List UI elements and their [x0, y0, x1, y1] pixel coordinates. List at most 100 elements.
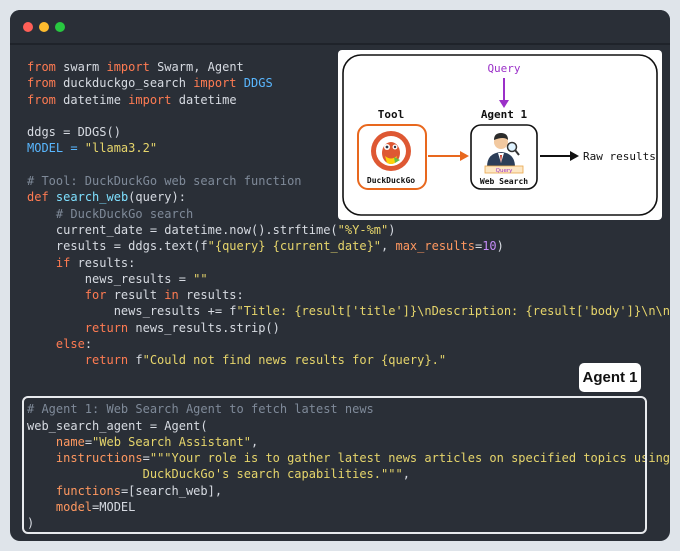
code-line	[27, 369, 670, 385]
agent-1-highlight-box	[22, 396, 647, 534]
code-token: datetime	[171, 92, 237, 107]
code-token: import	[106, 60, 150, 74]
code-token: return	[84, 320, 129, 335]
agent-role: Web Search	[480, 177, 528, 186]
code-token: duckduckgo_search	[55, 76, 194, 91]
code-line: results = ddgs.text(f"{query} {current_d…	[27, 238, 670, 254]
agent-diagram: Query Tool DuckDuckGo Agent	[338, 50, 662, 220]
code-token: MODEL =	[27, 141, 85, 156]
code-token: datetime	[55, 92, 129, 107]
code-token: else	[55, 337, 85, 352]
agent-label: Agent 1	[481, 108, 528, 121]
code-token: f	[128, 353, 143, 368]
code-token: ,	[251, 434, 259, 449]
code-token: :	[84, 337, 93, 352]
code-token: model	[55, 500, 93, 515]
agent-1-callout: Agent 1	[579, 363, 641, 392]
code-token: =MODEL	[92, 500, 136, 515]
code-token: import	[193, 76, 237, 91]
code-token: swarm	[55, 60, 107, 74]
code-line: for result in results:	[27, 287, 670, 303]
code-token: search_web	[55, 190, 129, 205]
code-token: results:	[70, 255, 136, 270]
code-line: )	[27, 515, 670, 531]
duckduckgo-logo-icon	[371, 131, 411, 171]
code-token: ""	[193, 271, 208, 286]
code-line: else:	[27, 336, 670, 352]
code-token: # DuckDuckGo search	[27, 206, 194, 221]
code-token: if	[55, 255, 71, 270]
diagram-svg: Query Tool DuckDuckGo Agent	[342, 54, 658, 216]
code-token: DDGS	[236, 76, 273, 91]
code-token: result	[106, 288, 165, 303]
code-token: Swarm, Agent	[149, 60, 244, 74]
code-token: from	[27, 60, 56, 74]
code-token: "{query} {current_date}"	[207, 239, 382, 254]
code-token: ddgs = DDGS()	[27, 125, 121, 140]
minimize-button[interactable]	[39, 22, 49, 32]
code-token: (query):	[128, 190, 186, 205]
code-token: =	[142, 451, 150, 466]
maximize-button[interactable]	[55, 22, 65, 32]
code-token: "Web Search Assistant"	[92, 434, 251, 449]
agent-query-badge	[484, 165, 524, 174]
code-line: from duckduckgo_search import DDGS	[27, 75, 670, 91]
code-token: from	[27, 76, 56, 91]
code-token: "Could not find news results for {query}…	[142, 353, 447, 368]
close-button[interactable]	[23, 22, 33, 32]
query-label: Query	[487, 62, 520, 75]
code-token: results = ddgs.text(f	[27, 239, 208, 254]
code-token: ,	[381, 239, 396, 254]
code-token: name	[55, 434, 85, 449]
code-line: # Agent 1: Web Search Agent to fetch lat…	[27, 401, 670, 417]
code-token: instructions	[55, 451, 143, 466]
code-token: )	[27, 516, 35, 531]
title-bar	[10, 10, 670, 45]
code-token: results:	[178, 288, 244, 303]
tool-name: DuckDuckGo	[367, 176, 415, 185]
code-line: def search_web(query):	[27, 189, 670, 205]
tool-label: Tool	[378, 108, 405, 121]
code-line: DuckDuckGo's search capabilities.""",	[27, 466, 670, 482]
code-token: in	[164, 288, 179, 303]
code-line: instructions="""Your role is to gather l…	[27, 450, 670, 466]
agent-badge-text: Query	[496, 168, 513, 174]
code-token: )	[388, 222, 396, 237]
code-token: current_date = datetime.now().strftime(	[27, 222, 338, 237]
code-line: name="Web Search Assistant",	[27, 434, 670, 450]
code-line: MODEL = "llama3.2"	[27, 140, 670, 156]
code-line: if results:	[27, 255, 670, 271]
code-token: def	[27, 190, 49, 205]
code-line: from swarm import Swarm, Agent	[27, 59, 670, 75]
raw-results-label: Raw results	[583, 150, 656, 163]
code-token: # Tool: DuckDuckGo web search function	[27, 174, 302, 189]
code-token	[27, 256, 56, 270]
code-token	[27, 321, 85, 335]
code-line: ddgs = DDGS()	[27, 124, 670, 140]
code-token: functions	[55, 483, 121, 498]
code-token: DuckDuckGo's search capabilities."""	[27, 467, 403, 482]
agent-person-icon	[487, 133, 520, 167]
code-token: )	[496, 239, 504, 254]
diagram-frame	[342, 54, 658, 216]
code-line: functions=[search_web],	[27, 483, 670, 499]
code-token	[27, 288, 85, 302]
code-token: "llama3.2"	[84, 141, 158, 156]
code-line: return news_results.strip()	[27, 320, 670, 336]
code-token: # Agent 1: Web Search Agent to fetch lat…	[27, 402, 374, 417]
code-token: return	[84, 353, 129, 368]
code-token: ,	[402, 467, 410, 482]
code-line: model=MODEL	[27, 499, 670, 515]
code-token: max_results	[395, 239, 475, 254]
code-token: from	[27, 92, 56, 107]
code-line: # Tool: DuckDuckGo web search function	[27, 173, 670, 189]
code-token: "%Y-%m"	[337, 222, 389, 237]
code-token: =[search_web],	[120, 483, 223, 498]
code-token: import	[128, 92, 172, 107]
code-line: return f"Could not find news results for…	[27, 352, 670, 368]
code-token: =	[474, 239, 483, 254]
code-token: =	[84, 434, 93, 449]
code-token: news_results.strip()	[128, 320, 280, 335]
code-line: web_search_agent = Agent(	[27, 418, 670, 434]
